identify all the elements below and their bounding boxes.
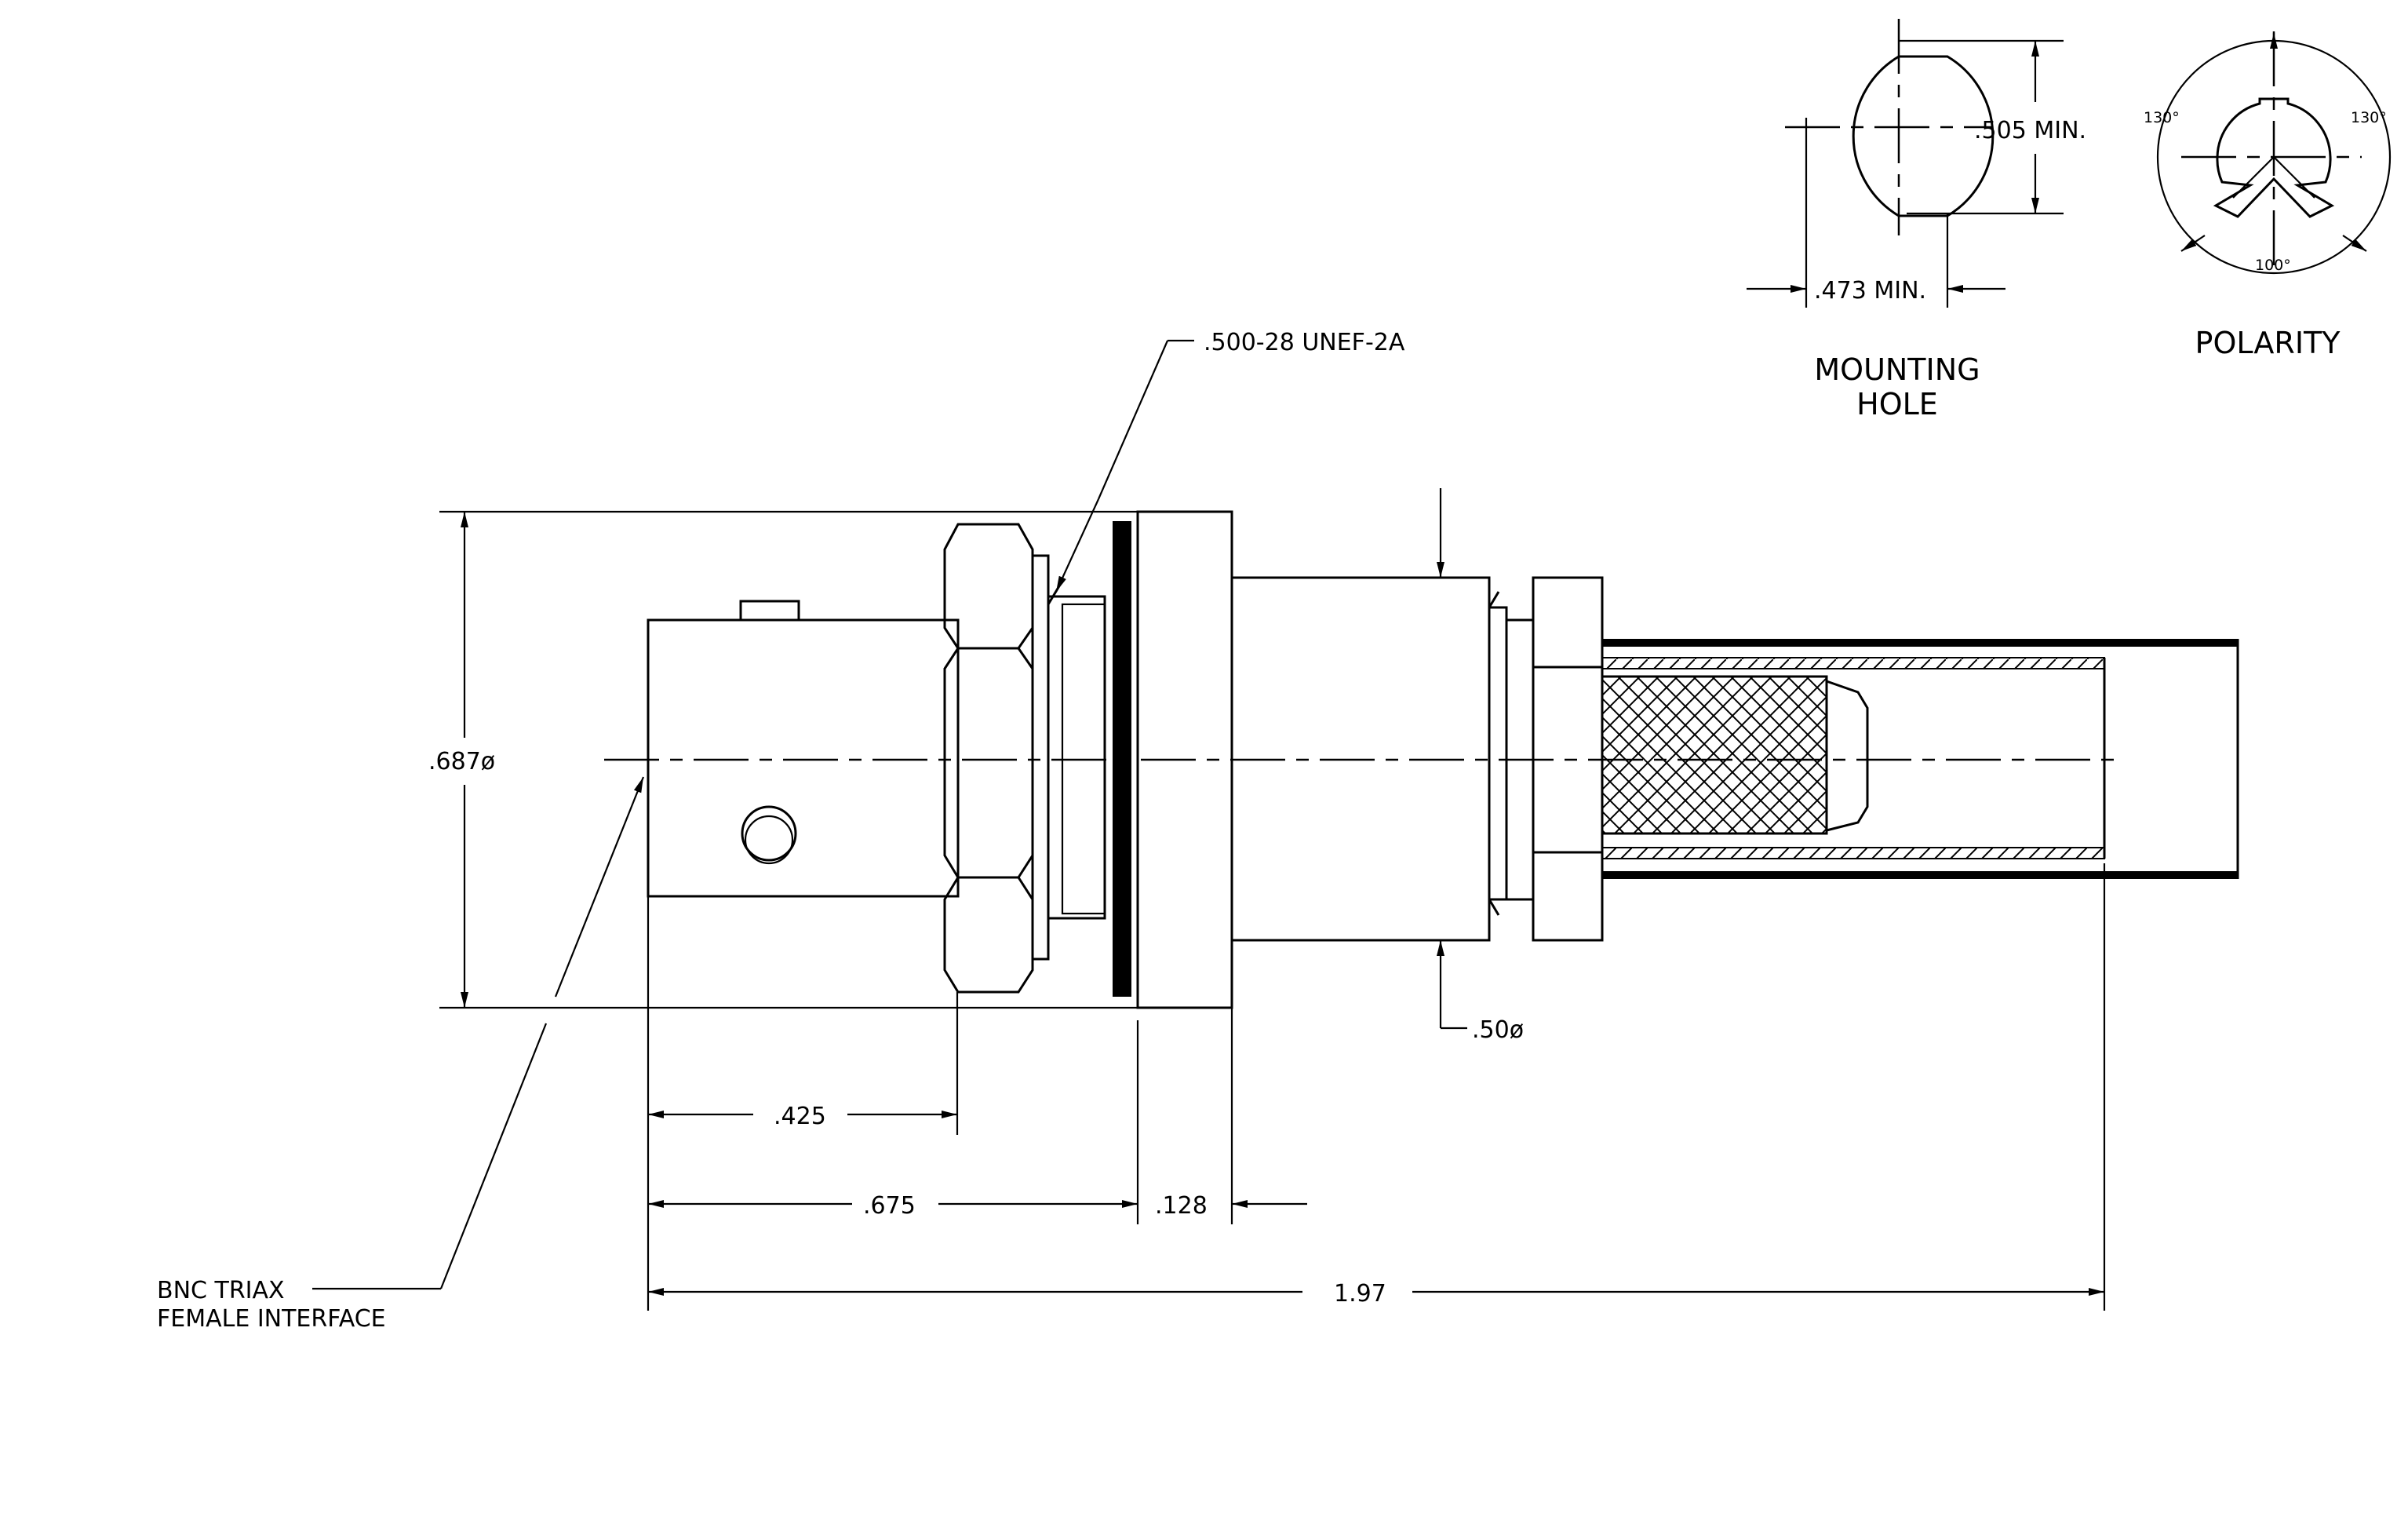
mounting-hole-outline — [1852, 55, 1995, 217]
interface-label-2: FEMALE INTERFACE — [157, 1305, 386, 1333]
bayonet-pin — [741, 805, 797, 862]
angle-right-label: 130° — [2351, 109, 2387, 126]
dim-425-label: .425 — [774, 1103, 826, 1130]
dim-687: .687ø — [428, 510, 1138, 1009]
polarity-key — [2213, 97, 2335, 218]
polarity-detail: 130° 130° 100° POLARITY — [2144, 31, 2392, 360]
angle-bottom-label: 100° — [2255, 257, 2291, 274]
dim-128-label: .128 — [1155, 1192, 1208, 1220]
dim-425: .425 — [648, 1103, 957, 1130]
mount-473-label: .473 MIN. — [1814, 277, 1926, 305]
dim-675: .675 — [648, 1192, 1138, 1220]
interface-label-1: BNC TRIAX — [157, 1277, 285, 1304]
dim-50: .50ø — [1437, 488, 1524, 1044]
mount-505-label: .505 MIN. — [1974, 117, 2086, 144]
interface-callout: BNC TRIAX FEMALE INTERFACE — [157, 776, 645, 1333]
dim-128: .128 — [1155, 1192, 1307, 1220]
mounting-title-1: MOUNTING — [1814, 352, 1980, 387]
extension-lines — [647, 863, 2106, 1311]
dim-197: 1.97 — [648, 1280, 2104, 1308]
angle-left-label: 130° — [2144, 109, 2180, 126]
mounting-hole-detail: .505 MIN. .473 MIN. MOUNTING HOLE — [1747, 19, 2086, 421]
polarity-title: POLARITY — [2195, 326, 2341, 360]
thread-label: .500-28 UNEF-2A — [1204, 329, 1405, 356]
dim-50-label: .50ø — [1472, 1016, 1524, 1044]
thread-callout: .500-28 UNEF-2A — [1055, 329, 1405, 593]
dim-675-label: .675 — [863, 1192, 916, 1220]
dim-197-label: 1.97 — [1334, 1280, 1386, 1308]
crimp-sleeve — [1601, 675, 1828, 835]
dim-687-label: .687ø — [428, 748, 495, 775]
mounting-title-2: HOLE — [1856, 387, 1938, 421]
